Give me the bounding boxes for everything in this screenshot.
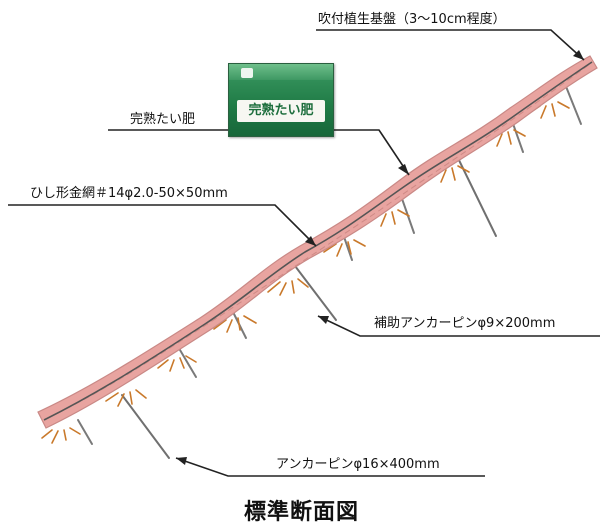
aux-pin bbox=[77, 419, 93, 445]
vegetation-base-texture bbox=[47, 63, 591, 419]
aux-pin bbox=[179, 349, 197, 378]
label-aux-pin: 補助アンカーピンφ9×200mm bbox=[374, 316, 556, 331]
root-tuft bbox=[267, 278, 309, 296]
wire-mesh-line bbox=[43, 61, 593, 421]
anchor-pin bbox=[121, 394, 170, 459]
leader-line-spray-base bbox=[316, 29, 585, 61]
label-spray-base: 吹付植生基盤（3〜10cm程度） bbox=[318, 12, 506, 27]
anchor-pin bbox=[291, 261, 337, 321]
root-tuft bbox=[105, 389, 147, 407]
diagram-caption: 標準断面図 bbox=[243, 500, 359, 525]
root-tuft bbox=[323, 239, 366, 257]
leader-lines bbox=[8, 29, 600, 477]
leader-line-compost bbox=[108, 129, 410, 176]
bag-label: 完熟たい肥 bbox=[237, 100, 325, 122]
compost-bag-image: 完熟たい肥 bbox=[228, 63, 334, 137]
root-tuft bbox=[41, 427, 81, 444]
root-tufts bbox=[41, 101, 570, 444]
label-compost: 完熟たい肥 bbox=[130, 112, 196, 127]
arrowhead-wire-mesh bbox=[305, 236, 316, 246]
bag-top-band bbox=[229, 64, 333, 80]
aux-pins bbox=[77, 83, 582, 445]
arrowhead-spray-base bbox=[573, 50, 584, 60]
vegetation-base-layer bbox=[37, 55, 598, 429]
arrowhead-aux-pin bbox=[318, 316, 329, 324]
aux-pin bbox=[564, 83, 582, 125]
label-anchor-pin: アンカーピンφ16×400mm bbox=[276, 457, 440, 472]
anchor-pin bbox=[454, 151, 497, 237]
arrowhead-anchor-pin bbox=[176, 457, 187, 465]
arrowhead-compost bbox=[398, 164, 409, 175]
leader-line-anchor-pin bbox=[175, 457, 485, 477]
label-wire-mesh: ひし形金網＃14φ2.0-50×50mm bbox=[30, 186, 228, 201]
anchor-pins bbox=[121, 151, 497, 459]
root-tuft bbox=[213, 315, 257, 333]
leader-line-aux-pin bbox=[317, 315, 600, 337]
root-tuft bbox=[157, 355, 197, 372]
leader-line-wire-mesh bbox=[8, 204, 317, 247]
bag-badge-icon bbox=[241, 68, 253, 78]
